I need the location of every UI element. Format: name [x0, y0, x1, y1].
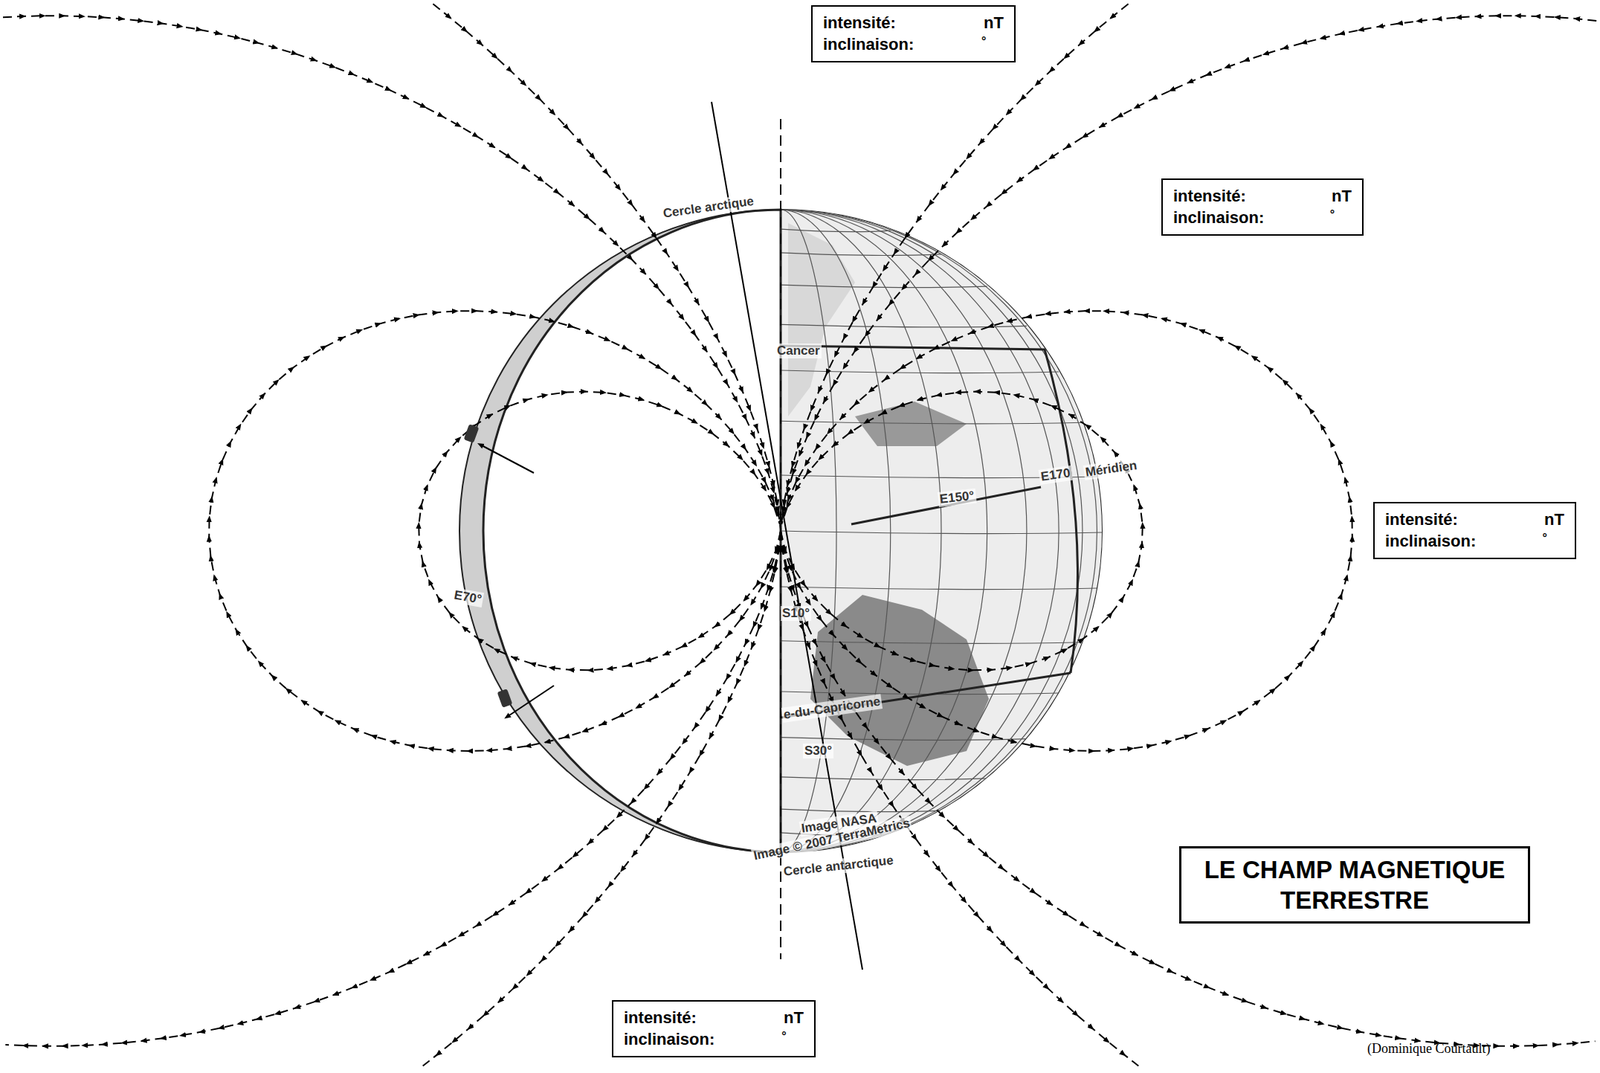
unit-label: °: [1524, 530, 1565, 553]
field-line: [780, 15, 1597, 529]
unit-label: nT: [1524, 509, 1565, 531]
field-label: intensité:: [1173, 185, 1284, 208]
measure-box: intensité: nT inclinaison: °: [611, 1000, 816, 1058]
cut-plane: [483, 209, 781, 853]
field-line: [432, 3, 780, 522]
unit-label: °: [963, 34, 1004, 56]
compass-pin: [497, 685, 554, 717]
field-line: [418, 391, 781, 671]
map-label: S10°: [780, 605, 812, 621]
unit-label: nT: [764, 1007, 804, 1029]
unit-label: nT: [963, 12, 1004, 35]
field-label: intensité:: [1385, 509, 1496, 531]
field-label: inclinaison:: [823, 34, 934, 56]
title-box: LE CHAMP MAGNETIQUE TERRESTRE: [1179, 846, 1531, 925]
field-label: inclinaison:: [1385, 530, 1496, 553]
map-label: Cercle antarctique: [781, 852, 896, 880]
field-line: [208, 310, 781, 751]
field-label: inclinaison:: [1173, 207, 1284, 229]
compass-pin: [463, 423, 534, 473]
rotation-axis: [779, 118, 782, 960]
field-line: [5, 531, 781, 1047]
unit-label: °: [1313, 207, 1352, 229]
field-line: [780, 391, 1143, 671]
field-line: [423, 531, 781, 1066]
title: LE CHAMP MAGNETIQUE TERRESTRE: [1194, 854, 1515, 916]
credit-caption: (Dominique Courtault): [1367, 1040, 1490, 1057]
field-line: [780, 310, 1353, 751]
measure-box: intensité: nT inclinaison: °: [811, 5, 1016, 63]
meridian-edge: [1044, 349, 1078, 673]
graticule: [780, 209, 1102, 853]
field-lines: [2, 3, 1597, 1066]
field-line: [780, 531, 1139, 1066]
field-label: inclinaison:: [623, 1028, 735, 1051]
globe-map: [780, 209, 1102, 853]
field-line: [781, 3, 1129, 522]
unit-label: °: [764, 1028, 804, 1051]
measure-box: intensité: nT inclinaison: °: [1373, 501, 1577, 560]
field-label: intensité:: [623, 1007, 735, 1029]
field-line: [780, 531, 1596, 1047]
measure-box: intensité: nT inclinaison: °: [1161, 178, 1364, 236]
map-label: S30°: [802, 743, 834, 759]
field-line: [2, 15, 781, 529]
meridian-line: [851, 486, 1041, 525]
field-label: intensité:: [823, 12, 934, 35]
map-label: Cancer: [775, 343, 822, 359]
unit-label: nT: [1313, 185, 1352, 208]
